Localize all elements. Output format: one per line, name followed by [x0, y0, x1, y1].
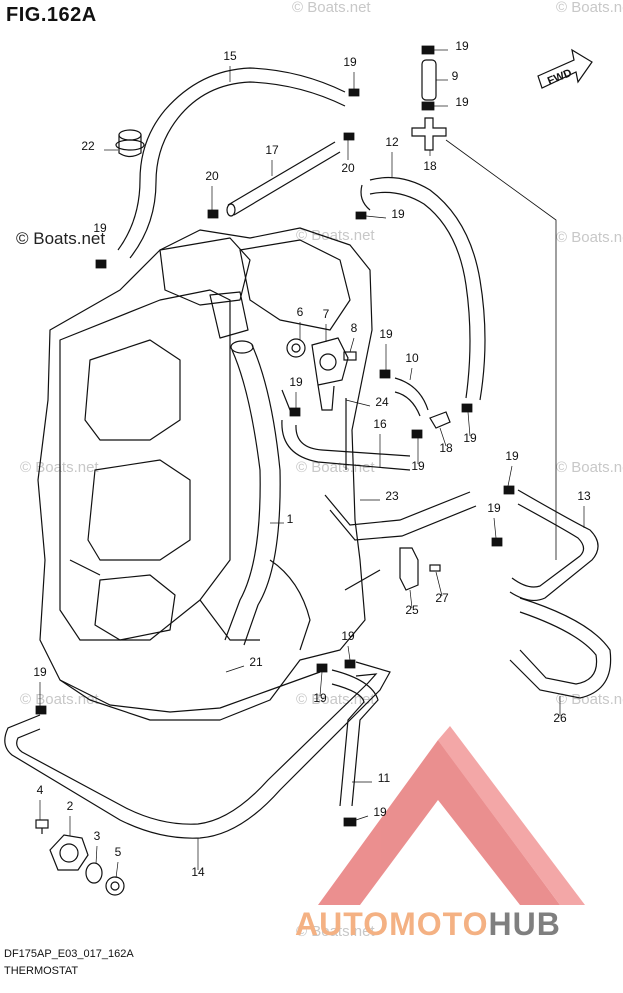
callout-19: 19	[289, 375, 303, 389]
callout-7: 7	[323, 307, 330, 321]
hose-23	[324, 491, 477, 541]
callout-19: 19	[93, 221, 107, 235]
hose-17	[226, 141, 341, 217]
callout-19: 19	[391, 207, 405, 221]
callout-27: 27	[435, 591, 449, 605]
callout-24: 24	[375, 395, 389, 409]
figure-code: DF175AP_E03_017_162A	[4, 948, 134, 960]
fwd-arrow: FWD	[537, 48, 593, 89]
watermark-text: © Boats.net	[296, 459, 375, 476]
callout-19: 19	[505, 449, 519, 463]
callout-19: 19	[343, 55, 357, 69]
callout-20: 20	[341, 161, 355, 175]
callout-17: 17	[265, 143, 279, 157]
hose-26	[509, 597, 612, 699]
hose-1	[224, 340, 281, 646]
callout-4: 4	[37, 783, 44, 797]
callout-18: 18	[439, 441, 453, 455]
hose-15	[117, 67, 346, 259]
watermark-text: © Boats.net	[556, 459, 623, 476]
callout-3: 3	[94, 829, 101, 843]
watermark-text: © Boats.net	[296, 227, 375, 244]
callout-9: 9	[452, 69, 459, 83]
callout-19: 19	[373, 805, 387, 819]
hose-11	[331, 669, 379, 807]
callout-12: 12	[385, 135, 399, 149]
watermark-text: © Boats.net	[556, 0, 623, 16]
engine-block	[37, 227, 373, 721]
brand-wordmark: AUTOMOTOHUB	[295, 906, 561, 943]
callout-19: 19	[411, 459, 425, 473]
callout-22: 22	[81, 139, 95, 153]
callout-6: 6	[297, 305, 304, 319]
callout-19: 19	[341, 629, 355, 643]
brand-part-2: HUB	[488, 906, 561, 942]
brand-part-1: AUTOMOTO	[295, 906, 489, 942]
bracket-25	[344, 547, 441, 591]
cover-parts-2-5	[35, 819, 125, 896]
callout-19: 19	[455, 95, 469, 109]
callout-16: 16	[373, 417, 387, 431]
callout-8: 8	[351, 321, 358, 335]
leader-lines	[39, 49, 585, 879]
hose-10	[394, 377, 451, 429]
callout-15: 15	[223, 49, 237, 63]
callout-26: 26	[553, 711, 567, 725]
callout-19: 19	[33, 665, 47, 679]
watermark-text: © Boats.net	[556, 229, 623, 246]
watermark-text: © Boats.net	[296, 923, 375, 940]
watermark-text: © Boats.net	[556, 691, 623, 708]
hose-12	[360, 176, 486, 401]
callout-19: 19	[455, 39, 469, 53]
figure-title: FIG.162A	[6, 4, 97, 26]
callout-18: 18	[423, 159, 437, 173]
callout-5: 5	[115, 845, 122, 859]
grommet-22	[115, 129, 145, 158]
callout-19: 19	[487, 501, 501, 515]
clamp-marks	[35, 45, 515, 827]
watermark-text: © Boats.net	[292, 0, 371, 16]
callout-10: 10	[405, 351, 419, 365]
callout-21: 21	[249, 655, 263, 669]
callout-2: 2	[67, 799, 74, 813]
callout-19: 19	[313, 691, 327, 705]
callout-19: 19	[379, 327, 393, 341]
callout-14: 14	[191, 865, 205, 879]
credit-text: © Boats.net	[16, 229, 106, 248]
callout-11: 11	[378, 771, 391, 785]
automotohub-logo	[318, 726, 585, 905]
callout-23: 23	[385, 489, 399, 503]
figure-name: THERMOSTAT	[4, 965, 79, 977]
callout-19: 19	[463, 431, 477, 445]
callout-20: 20	[205, 169, 219, 183]
hose-16	[281, 398, 411, 471]
callout-25: 25	[405, 603, 419, 617]
hose-14	[4, 661, 391, 839]
callout-13: 13	[577, 489, 591, 503]
hose-13	[509, 489, 599, 602]
thermostat-housing	[281, 337, 357, 411]
callout-1: 1	[287, 512, 294, 526]
